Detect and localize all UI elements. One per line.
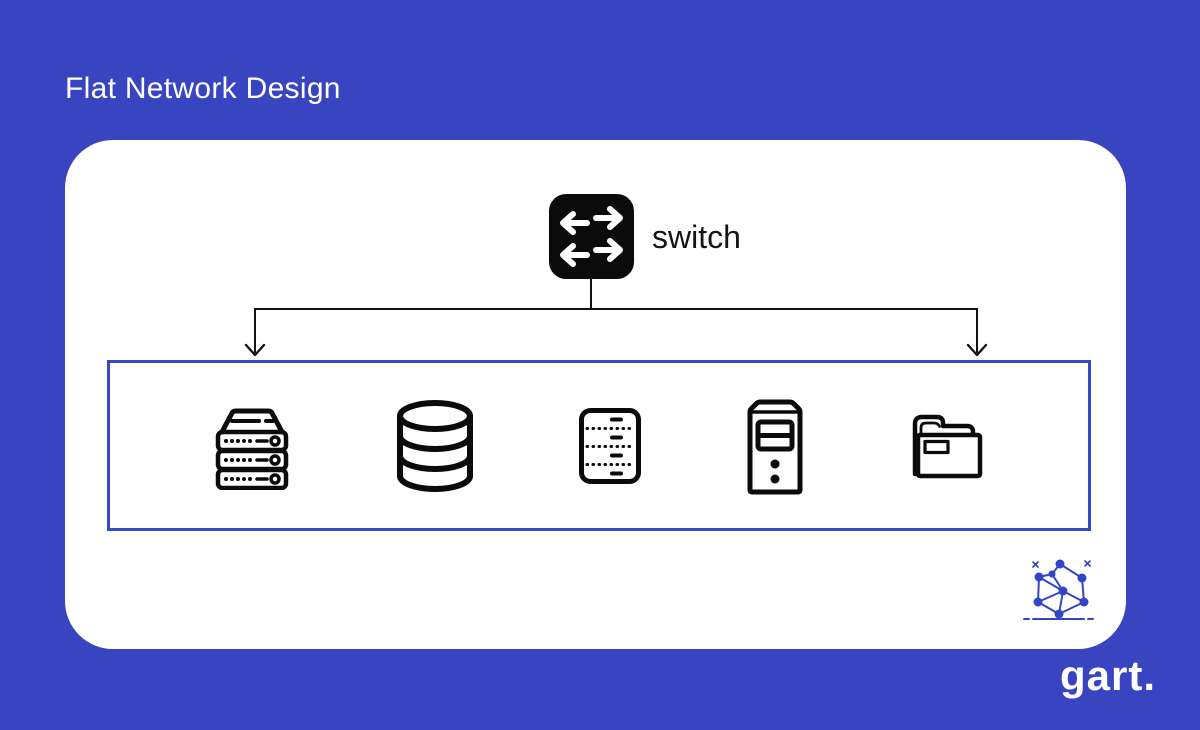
database-icon [397, 399, 474, 492]
brand-wordmark: gart. [1059, 652, 1156, 699]
device-segment-box [107, 360, 1091, 531]
network-graph-logo-icon [1023, 559, 1094, 620]
folder-icon [913, 414, 983, 478]
storage-array-icon [578, 407, 641, 484]
switch-icon [549, 194, 634, 279]
switch-label: switch [652, 219, 741, 255]
server-rack-icon [215, 408, 288, 490]
computer-tower-icon [747, 399, 803, 494]
page-title: Flat Network Design [65, 72, 341, 105]
